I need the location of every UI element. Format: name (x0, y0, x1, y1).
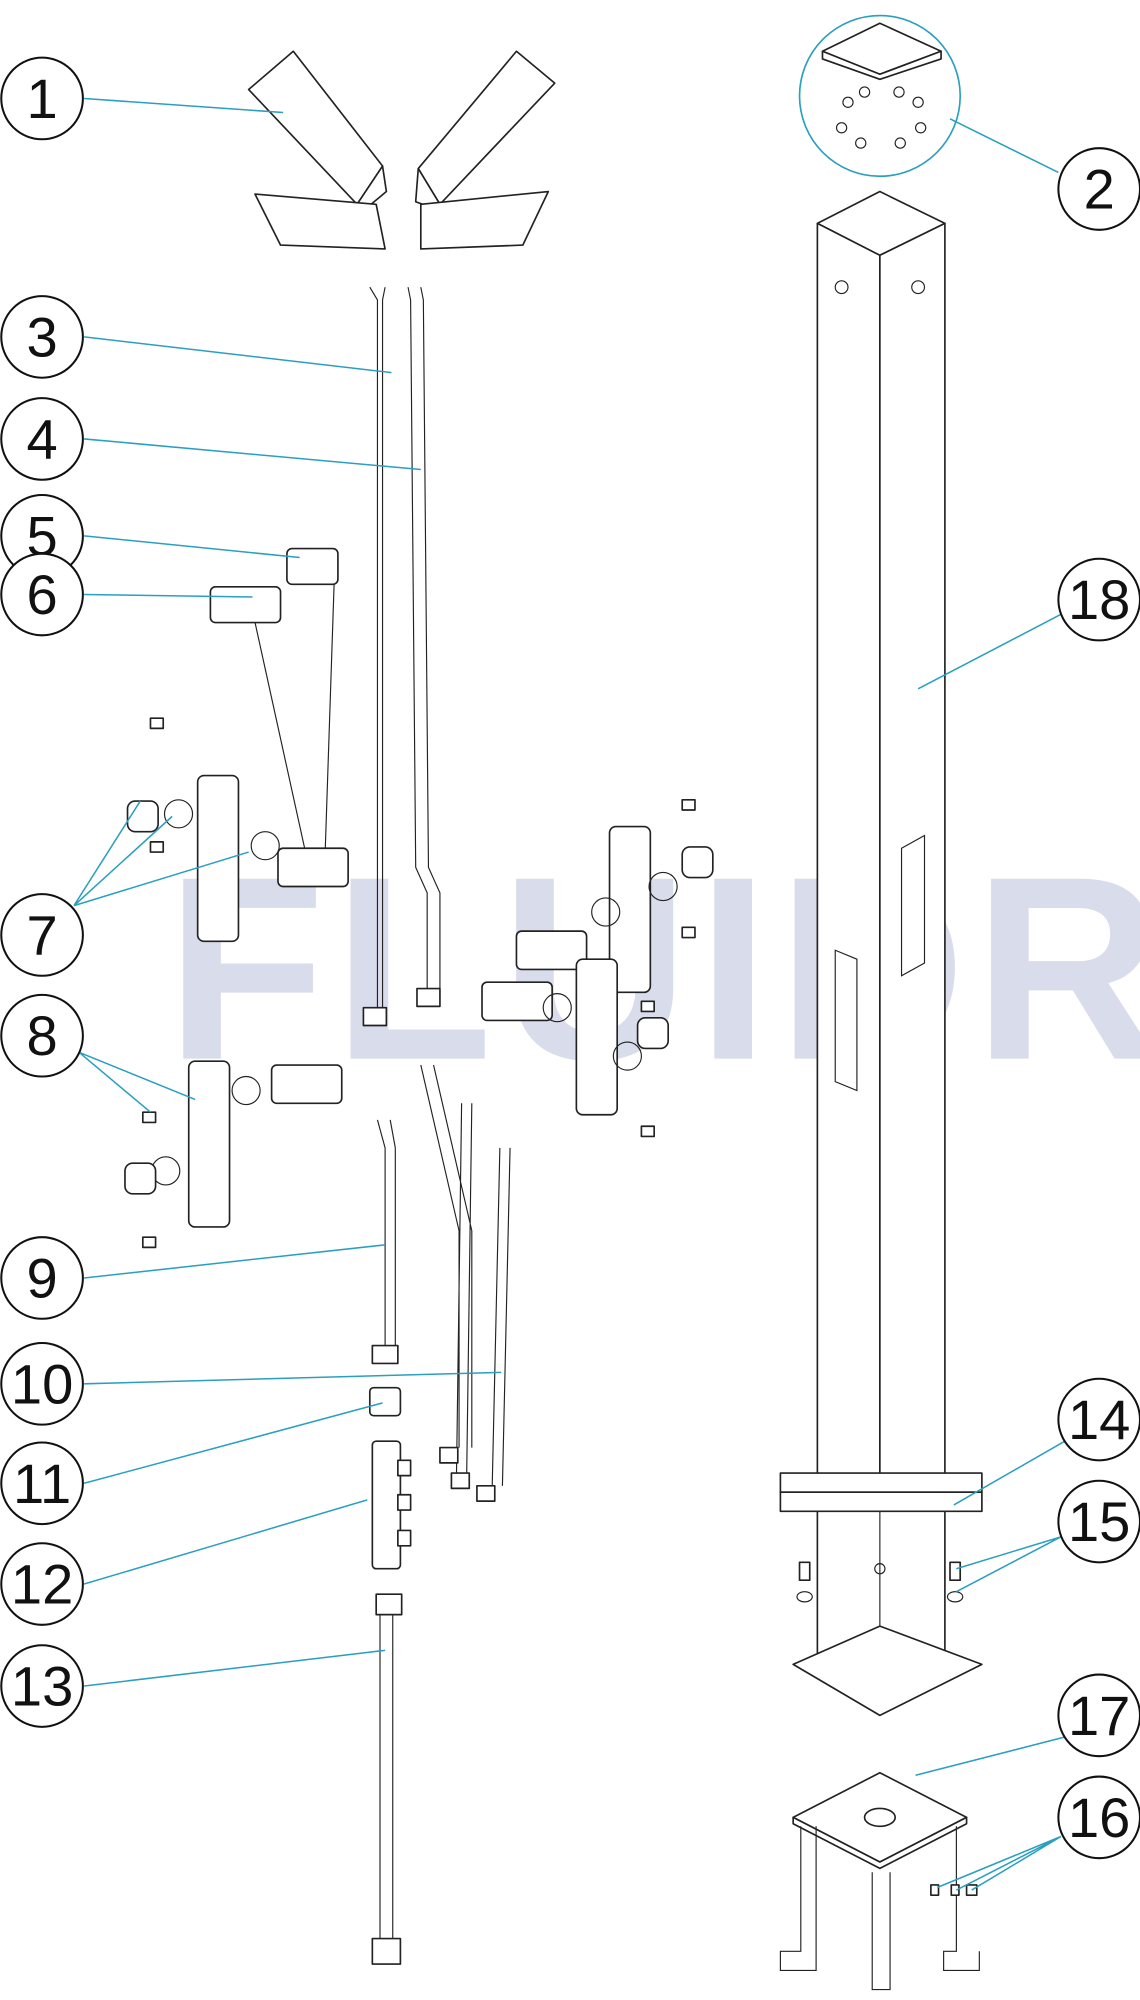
callout-6: 6 (0, 552, 84, 637)
callout-10: 10 (0, 1341, 84, 1426)
callout-9: 9 (0, 1236, 84, 1320)
svg-text:13: 13 (11, 1655, 73, 1718)
svg-text:12: 12 (11, 1553, 73, 1616)
callout-2: 2 (1057, 147, 1140, 231)
callout-15: 15 (1057, 1479, 1140, 1564)
svg-text:6: 6 (26, 563, 57, 626)
shower-column (779, 190, 983, 1717)
callout-11: 11 (0, 1441, 84, 1526)
callout-7: 7 (0, 893, 84, 977)
svg-text:14: 14 (1068, 1388, 1130, 1451)
callout-14: 14 (1057, 1377, 1140, 1462)
leader-lines (73, 97, 1066, 1891)
callout-13: 13 (0, 1644, 84, 1728)
callout-18: 18 (1057, 557, 1140, 642)
svg-text:2: 2 (1084, 157, 1115, 220)
svg-text:18: 18 (1068, 568, 1130, 631)
svg-text:8: 8 (26, 1004, 57, 1067)
svg-text:11: 11 (13, 1452, 71, 1515)
callout-17: 17 (1057, 1673, 1140, 1758)
shower-heads (247, 50, 556, 250)
svg-text:15: 15 (1068, 1490, 1130, 1553)
svg-text:17: 17 (1068, 1684, 1130, 1747)
callout-16: 16 (1057, 1775, 1140, 1860)
svg-text:10: 10 (11, 1352, 73, 1415)
anchor-base (779, 1771, 980, 1991)
valves-and-plates (124, 547, 714, 1249)
manifold-parts (368, 1386, 496, 1570)
callout-8: 8 (0, 993, 84, 1078)
svg-text:16: 16 (1068, 1786, 1130, 1849)
svg-text:1: 1 (26, 67, 57, 130)
callout-3: 3 (0, 295, 84, 379)
svg-text:4: 4 (26, 407, 57, 470)
cap-detail (798, 14, 962, 178)
svg-text:9: 9 (26, 1246, 57, 1309)
svg-text:3: 3 (26, 305, 57, 368)
callout-12: 12 (0, 1542, 84, 1626)
callout-4: 4 (0, 397, 84, 481)
callout-1: 1 (0, 56, 84, 141)
hoses (362, 286, 511, 1965)
svg-text:7: 7 (26, 903, 57, 966)
